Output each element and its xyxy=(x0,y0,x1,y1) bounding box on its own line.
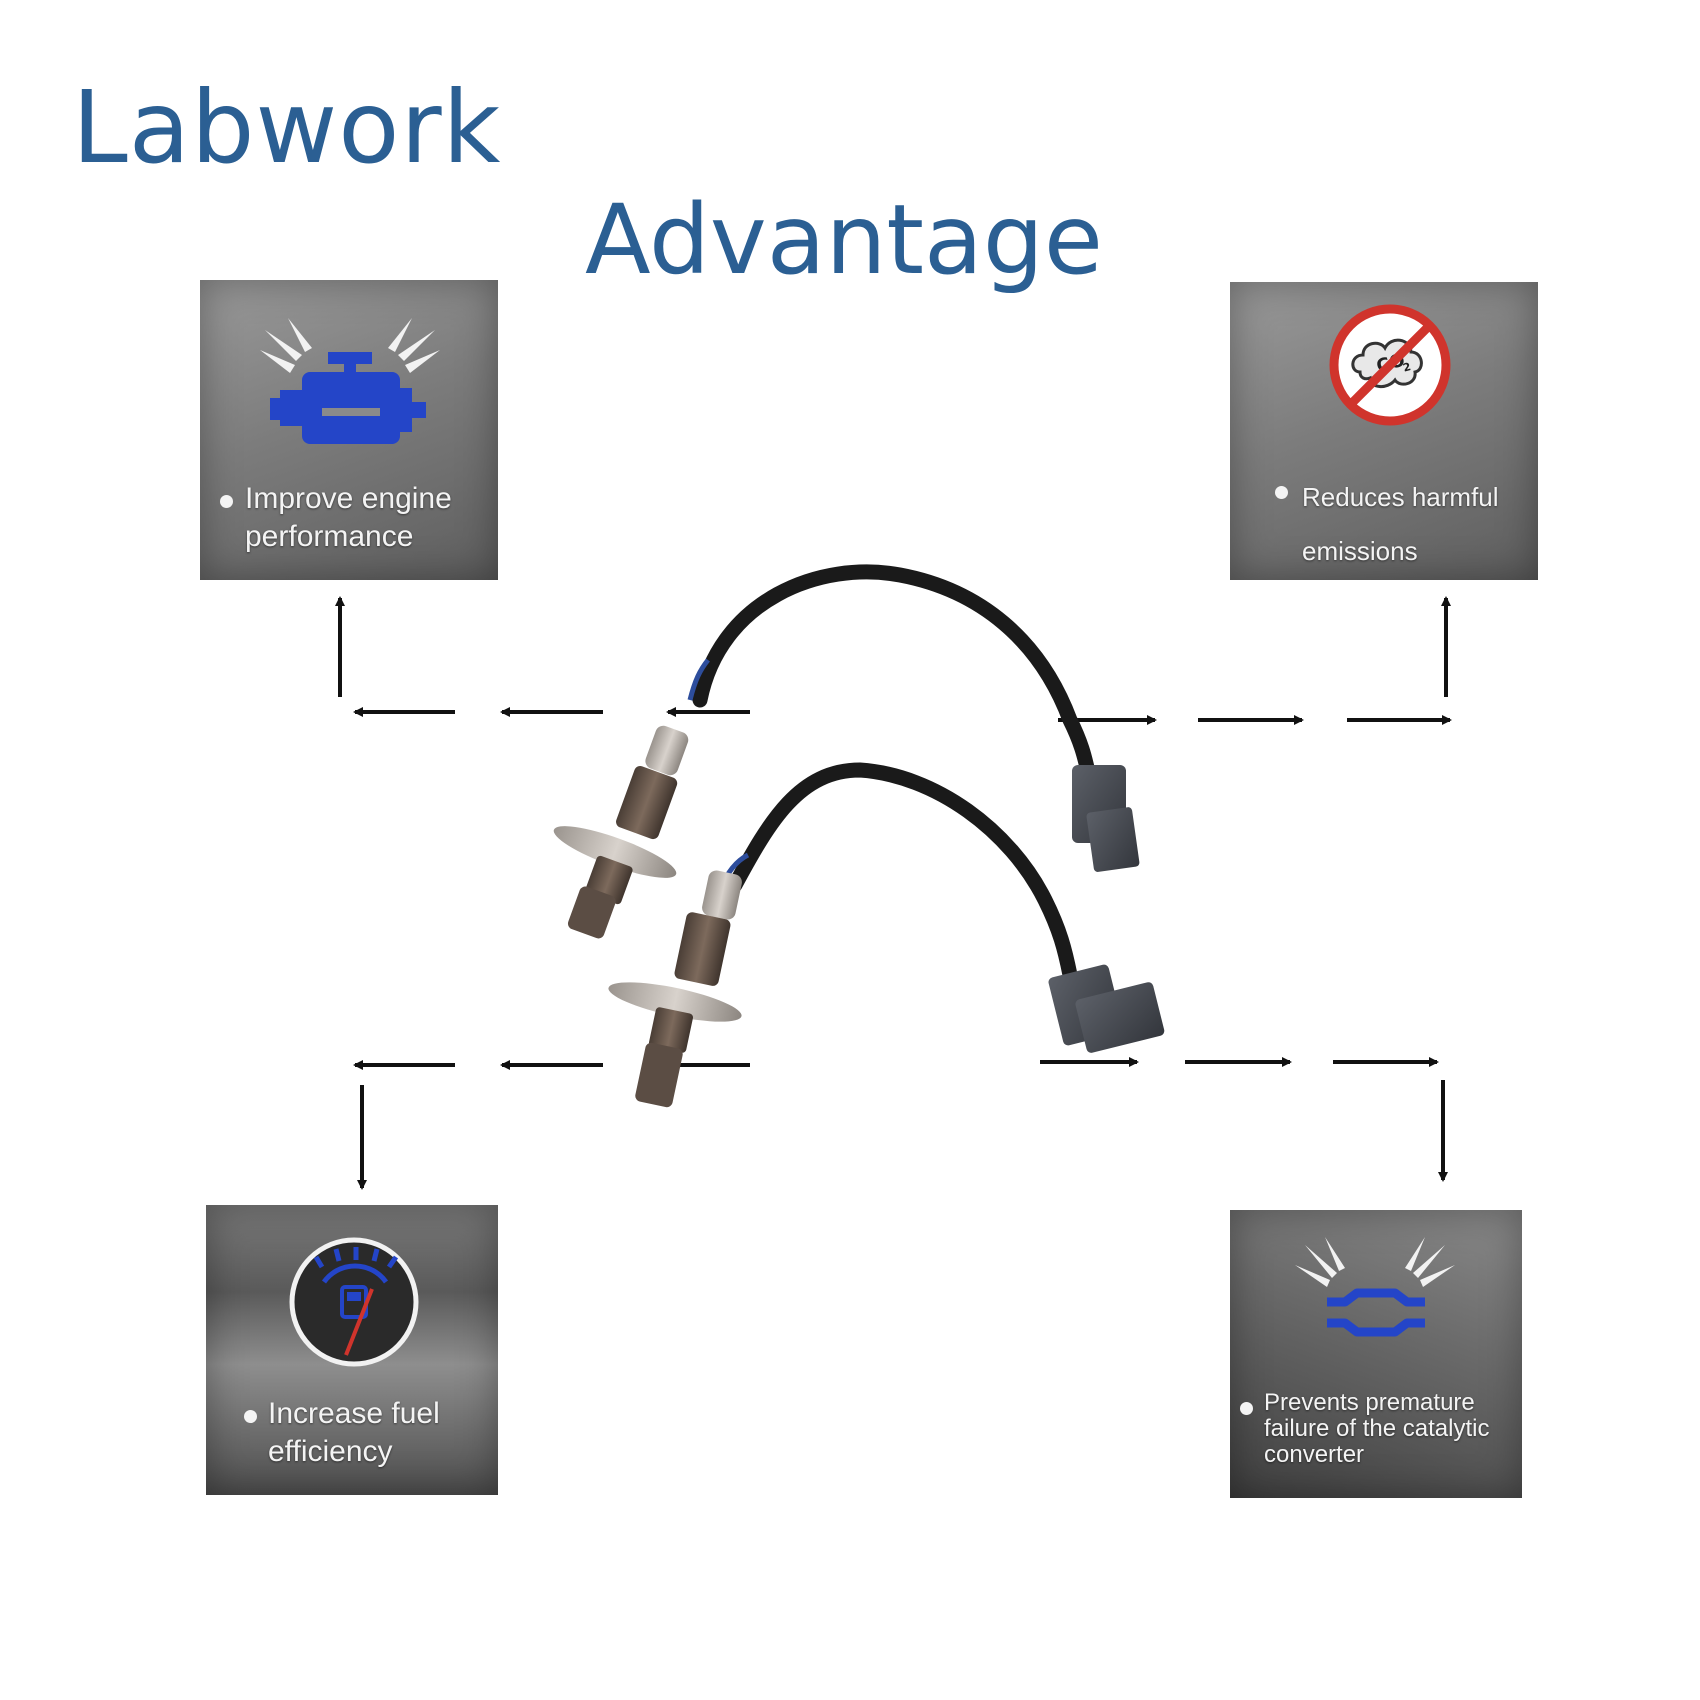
bullet-dot xyxy=(1275,486,1288,499)
advantage-caption: Improve engine performance xyxy=(245,480,452,556)
headline-title: Advantage xyxy=(585,184,1103,296)
advantage-card-fuel: Increase fuel efficiency xyxy=(206,1205,498,1495)
caption-line: failure of the catalytic xyxy=(1264,1415,1490,1442)
oxygen-sensor-upper xyxy=(553,564,1140,939)
co2-subscript: 2 xyxy=(1401,360,1412,375)
caption-line: converter xyxy=(1264,1441,1365,1468)
caption-line: Reduces harmful xyxy=(1302,482,1499,512)
advantage-card-emissions: CO 2 Reduces harmful emissions xyxy=(1230,282,1538,580)
advantage-caption: Reduces harmful emissions xyxy=(1302,470,1499,578)
advantage-card-catalytic: Prevents premature failure of the cataly… xyxy=(1230,1210,1522,1498)
caption-line: performance xyxy=(245,520,414,553)
advantage-caption: Increase fuel efficiency xyxy=(268,1395,440,1471)
caption-line: Increase fuel xyxy=(268,1397,440,1430)
fuel-gauge-icon xyxy=(289,1237,419,1367)
oxygen-sensor-lower xyxy=(608,762,1165,1108)
caption-line: Improve engine xyxy=(245,482,452,515)
bullet-dot xyxy=(220,495,233,508)
advantage-caption: Prevents premature failure of the cataly… xyxy=(1264,1390,1489,1468)
no-co2-icon: CO 2 xyxy=(1329,304,1451,426)
advantage-card-engine: Improve engine performance xyxy=(200,280,498,580)
catalytic-converter-icon xyxy=(1295,1237,1455,1337)
arrow-group-top-left xyxy=(335,596,750,717)
bullet-dot xyxy=(244,1410,257,1423)
bullet-dot xyxy=(1240,1402,1253,1415)
arrow-group-bottom-left xyxy=(353,1060,750,1190)
brand-title: Labwork xyxy=(72,69,502,186)
caption-line: Prevents premature xyxy=(1264,1389,1475,1416)
caption-line: emissions xyxy=(1302,536,1418,566)
arrow-group-top-right xyxy=(1058,596,1452,725)
caption-line: efficiency xyxy=(268,1435,393,1468)
engine-icon xyxy=(260,318,440,444)
arrow-group-bottom-right xyxy=(1040,1057,1448,1182)
